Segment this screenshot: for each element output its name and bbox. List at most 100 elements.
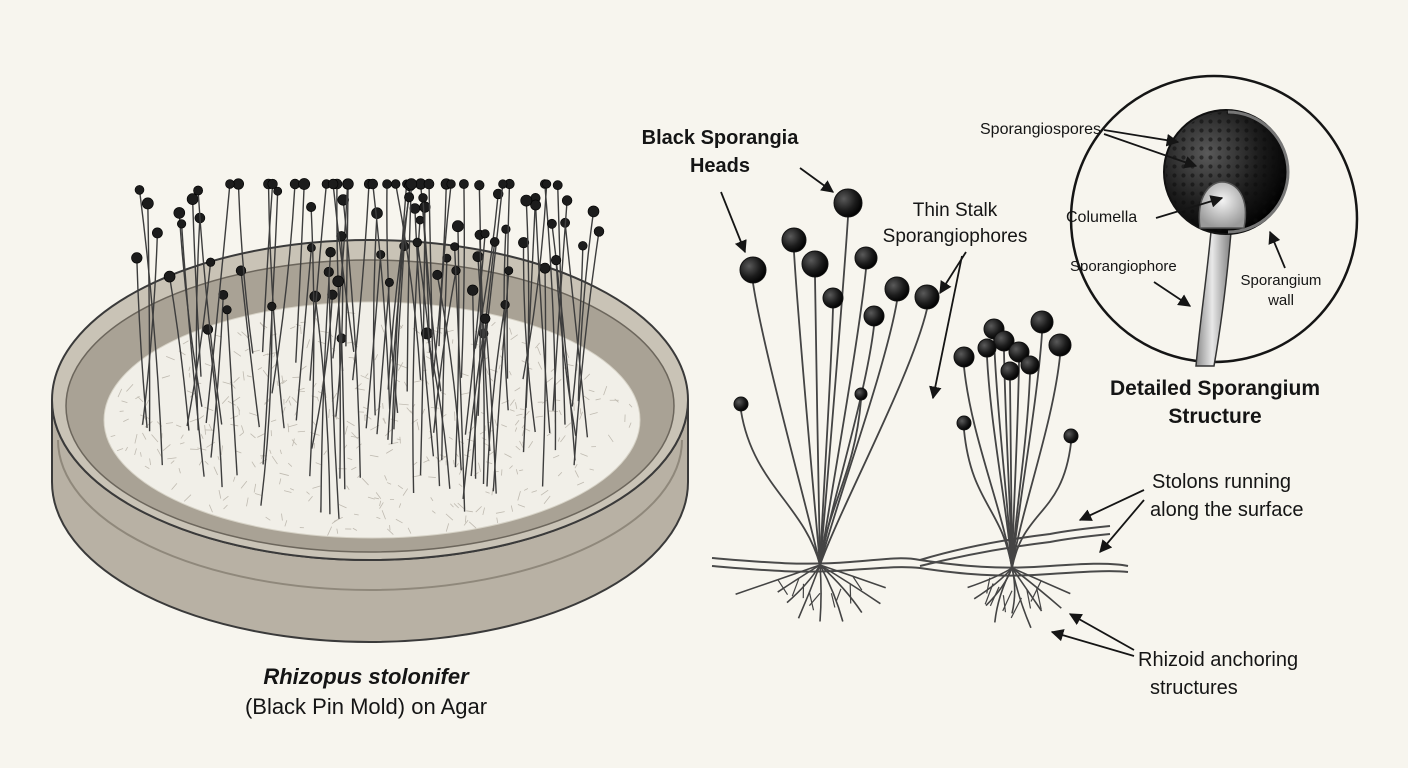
hypha bbox=[246, 375, 252, 378]
sporangium bbox=[854, 387, 868, 401]
sporangium bbox=[993, 330, 1015, 352]
hypha bbox=[374, 354, 379, 361]
colony-right bbox=[953, 310, 1079, 629]
sporangium bbox=[131, 252, 143, 264]
sporangiophore bbox=[240, 270, 260, 428]
hypha bbox=[439, 454, 447, 458]
label-stalk-2: Sporangiophores bbox=[882, 226, 1028, 247]
sporangium bbox=[298, 178, 311, 190]
sporangiophore bbox=[1009, 379, 1013, 569]
sporangiophore bbox=[557, 185, 566, 425]
hypha bbox=[379, 500, 382, 507]
hypha bbox=[336, 528, 339, 534]
rhizoid bbox=[786, 564, 821, 604]
sporangiophore bbox=[486, 304, 506, 487]
hypha bbox=[180, 434, 184, 439]
sporangiophore bbox=[577, 211, 595, 402]
sporangium bbox=[863, 305, 885, 327]
arrow bbox=[929, 255, 963, 400]
sporangium bbox=[474, 180, 485, 191]
hypha bbox=[396, 379, 401, 383]
hypha bbox=[455, 463, 459, 468]
sporangiophore bbox=[541, 268, 547, 487]
hypha bbox=[458, 483, 463, 487]
sporangium bbox=[472, 251, 484, 262]
hypha bbox=[381, 510, 386, 520]
sporangiophore bbox=[422, 197, 442, 392]
hypha bbox=[468, 521, 477, 529]
sporangiophore bbox=[1011, 442, 1072, 569]
hypha bbox=[344, 425, 348, 435]
hypha bbox=[577, 481, 585, 486]
hypha bbox=[374, 497, 380, 500]
hypha bbox=[521, 430, 525, 437]
sporangiophore bbox=[438, 183, 452, 347]
hypha bbox=[232, 396, 241, 403]
sporangiophore bbox=[573, 231, 600, 466]
sporangium bbox=[391, 179, 401, 189]
sporangiophore bbox=[1011, 373, 1031, 569]
sporangiophore bbox=[337, 281, 341, 479]
rhizoid-branch bbox=[1010, 597, 1022, 619]
sporangiophore bbox=[555, 260, 577, 436]
sporangium bbox=[480, 313, 491, 324]
sporangium bbox=[520, 194, 533, 207]
hypha bbox=[509, 465, 513, 469]
hypha bbox=[498, 364, 501, 370]
hypha bbox=[134, 448, 137, 456]
hypha bbox=[413, 461, 418, 466]
sporangium bbox=[493, 188, 504, 200]
hypha bbox=[560, 435, 566, 443]
hypha bbox=[328, 409, 330, 418]
sporangiophore bbox=[814, 276, 821, 566]
sporangium bbox=[206, 257, 216, 267]
hypha bbox=[463, 519, 469, 526]
hypha bbox=[485, 491, 490, 494]
hypha bbox=[399, 436, 401, 444]
hypha bbox=[509, 327, 513, 335]
hypha bbox=[397, 485, 404, 490]
hypha bbox=[241, 425, 244, 433]
label-columella: Columella bbox=[1066, 209, 1138, 226]
hypha bbox=[580, 453, 588, 457]
mycelium-mat bbox=[103, 301, 641, 539]
hypha bbox=[249, 412, 259, 417]
hypha bbox=[479, 431, 484, 435]
hypha bbox=[588, 389, 595, 393]
sporangium bbox=[267, 178, 278, 190]
label-sporangia-heads-1: Black Sporangia bbox=[641, 127, 799, 149]
hypha bbox=[189, 418, 198, 423]
hypha bbox=[543, 495, 551, 505]
sporangiophore bbox=[544, 183, 557, 451]
hypha bbox=[603, 386, 608, 396]
hypha bbox=[399, 403, 409, 406]
hypha bbox=[566, 363, 574, 367]
label-rhizoid-2: structures bbox=[1150, 677, 1238, 699]
hypha bbox=[376, 516, 381, 519]
hypha bbox=[281, 375, 284, 383]
hypha bbox=[523, 410, 530, 419]
hypha bbox=[557, 437, 561, 442]
rhizoid-branch bbox=[835, 588, 842, 602]
sporangium bbox=[163, 270, 176, 283]
hypha bbox=[246, 497, 249, 507]
hypha bbox=[402, 488, 409, 496]
rhizoid-branch bbox=[849, 584, 852, 604]
hypha bbox=[422, 408, 425, 415]
hypha bbox=[204, 363, 211, 367]
hypha bbox=[284, 520, 288, 527]
sporangiophore bbox=[332, 183, 355, 352]
sporangiophore bbox=[295, 183, 305, 363]
hypha bbox=[137, 396, 144, 403]
hypha bbox=[495, 511, 505, 514]
sporangium bbox=[232, 178, 244, 190]
sporangiophore bbox=[309, 206, 315, 477]
hypha bbox=[375, 492, 382, 499]
sporangium bbox=[561, 195, 573, 206]
sporangiophore bbox=[180, 223, 205, 477]
hypha bbox=[540, 489, 549, 496]
hypha bbox=[628, 422, 632, 428]
sporangiophore bbox=[1011, 355, 1061, 569]
sporangium bbox=[1000, 361, 1020, 381]
hypha bbox=[353, 513, 359, 516]
